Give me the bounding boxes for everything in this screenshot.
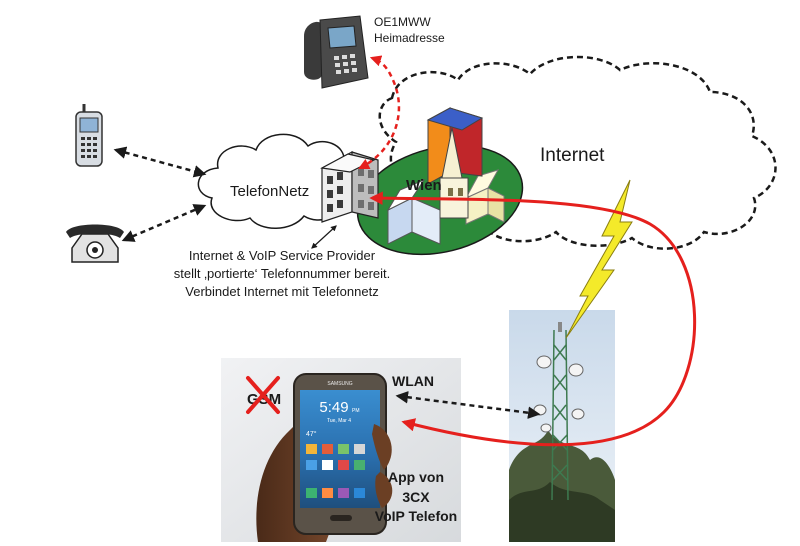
provider-line-1: Internet & VoIP Service Provider [189, 248, 376, 263]
arrow-mobile-to-network [113, 146, 207, 178]
gsm-crossed-out-icon [246, 376, 280, 414]
internet-label: Internet [540, 145, 605, 166]
phone-temperature: 47° [306, 430, 317, 438]
wireless-lightning-icon [565, 179, 633, 339]
app-grid [306, 444, 365, 498]
ip-phone-icon [304, 15, 369, 89]
app-label-line-2: 3CX [402, 489, 430, 505]
arrow-voip-route [369, 191, 696, 447]
smartphone-photo [221, 358, 461, 542]
desk-phone-icon [66, 224, 124, 263]
arrow-provider-to-home-phone [357, 55, 401, 170]
mobile-phone-icon [75, 104, 103, 167]
arrow-provider-to-building [311, 225, 337, 249]
arrow-phone-to-tower [395, 391, 541, 419]
arrow-deskphone-to-network [121, 204, 207, 242]
app-label-line-3: VoIP Telefon [375, 508, 457, 524]
wlan-label: WLAN [392, 373, 434, 389]
telephone-network-label: TelefonNetz [230, 183, 309, 200]
phone-clock: 5:49 [319, 399, 348, 416]
phone-clock-suffix: PM [352, 408, 360, 414]
app-label-line-1: App von [388, 469, 444, 485]
city-label: Wien [406, 177, 442, 194]
connection-arrows [113, 146, 541, 419]
provider-line-3: Verbindet Internet mit Telefonnetz [185, 284, 378, 299]
phone-brand: SAMSUNG [327, 381, 352, 387]
cell-tower-icon [509, 310, 615, 542]
home-phone-address: Heimadresse [374, 31, 445, 45]
phone-date: Tue, Mar 4 [327, 418, 351, 424]
home-phone-callsign: OE1MWW [374, 15, 431, 29]
provider-line-2: stellt ‚portierte‘ Telefonnummer bereit. [174, 266, 391, 281]
